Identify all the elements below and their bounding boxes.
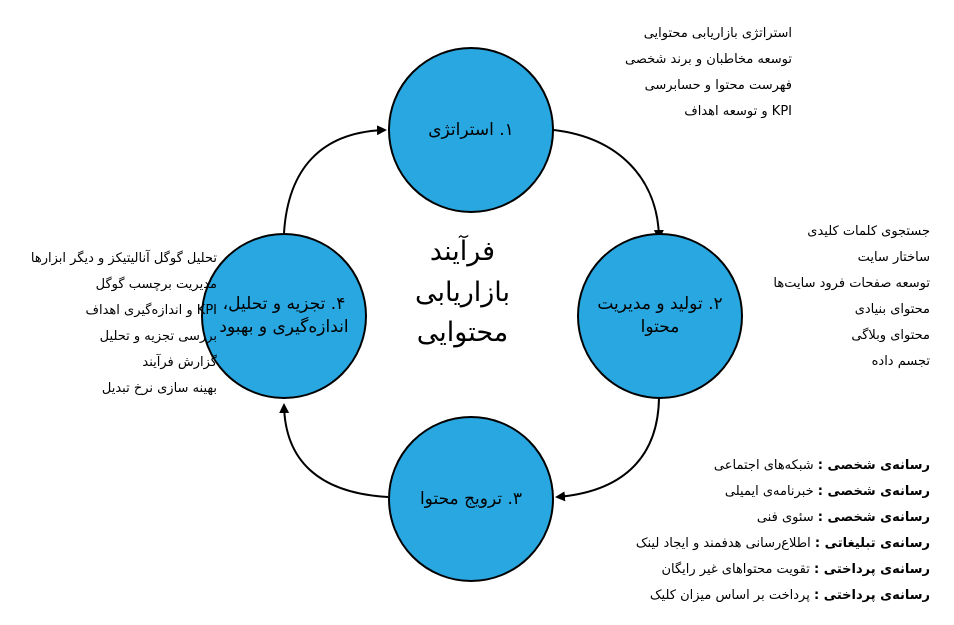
list-item: رسانه‌ی پرداختی : پرداخت بر اساس میزان ک… <box>636 583 930 609</box>
analysis-list: تحلیل گوگل آنالیتیکز و دیگر ابزارها مدیر… <box>31 246 217 402</box>
list-item: استراتژی بازاریابی محتوایی <box>643 26 792 41</box>
list-item: KPI و اندازه‌گیری اهداف <box>85 303 217 318</box>
arrow-promotion-to-analysis <box>279 403 389 498</box>
promotion-list: رسانه‌ی شخصی : شبکه‌های اجتماعی رسانه‌ی … <box>636 453 930 609</box>
media-item-text: شبکه‌های اجتماعی <box>713 458 814 473</box>
list-item: رسانه‌ی تبلیغاتی : اطلاع‌رسانی هدفمند و … <box>636 531 930 557</box>
list-item: بررسی تجزیه و تحلیل <box>99 329 217 344</box>
production-list: جستجوی کلمات کلیدی ساختار سایت توسعه صفح… <box>773 219 930 375</box>
arrow-production-to-promotion <box>555 397 660 502</box>
media-item-text: پرداخت بر اساس میزان کلیک <box>649 588 810 603</box>
stage-production-circle: ۲. تولید و مدیریت محتوا <box>577 233 743 399</box>
media-type-label: رسانه‌ی شخصی : <box>817 458 930 473</box>
list-item: گزارش فرآیند <box>142 355 217 370</box>
media-type-label: رسانه‌ی پرداختی : <box>813 562 930 577</box>
list-item: فهرست محتوا و حسابرسی <box>644 78 792 93</box>
list-item: ساختار سایت <box>857 250 930 265</box>
media-item-text: سئوی فنی <box>756 510 814 525</box>
stage-promotion-label: ۳. ترویج محتوا <box>419 488 523 509</box>
list-item: تحلیل گوگل آنالیتیکز و دیگر ابزارها <box>30 251 217 266</box>
list-item: رسانه‌ی شخصی : شبکه‌های اجتماعی <box>636 453 930 479</box>
media-type-label: رسانه‌ی تبلیغاتی : <box>814 536 930 551</box>
media-item-text: تقویت محتواهای غیر رایگان <box>661 562 810 577</box>
list-item: مدیریت برچسب گوگل <box>95 277 217 292</box>
arrow-strategy-to-production <box>553 129 664 240</box>
list-item: KPI و توسعه اهداف <box>684 104 792 119</box>
stage-production-label: ۲. تولید و مدیریت محتوا <box>597 294 723 337</box>
stage-analysis-circle: ۴. تجزیه و تحلیل، اندازه‌گیری و بهبود <box>201 233 367 399</box>
list-item: رسانه‌ی شخصی : خبرنامه‌ی ایمیلی <box>636 479 930 505</box>
list-item: رسانه‌ی شخصی : سئوی فنی <box>636 505 930 531</box>
list-item: محتوای بنیادی <box>854 302 930 317</box>
list-item: تجسم داده <box>871 354 930 369</box>
stage-strategy-circle: ۱. استراتژی <box>388 47 554 213</box>
center-title: فرآیند بازاریابی محتوایی <box>414 236 511 348</box>
stage-strategy-label: ۱. استراتژی <box>428 119 514 140</box>
list-item: جستجوی کلمات کلیدی <box>807 224 930 239</box>
media-item-text: خبرنامه‌ی ایمیلی <box>724 484 814 499</box>
strategy-list: استراتژی بازاریابی محتوایی توسعه مخاطبان… <box>625 21 792 125</box>
arrow-analysis-to-strategy <box>283 125 387 234</box>
media-type-label: رسانه‌ی شخصی : <box>817 510 930 525</box>
stage-promotion-circle: ۳. ترویج محتوا <box>388 416 554 582</box>
media-item-text: اطلاع‌رسانی هدفمند و ایجاد لینک <box>635 536 811 551</box>
list-item: توسعه صفحات فرود سایت‌ها <box>773 276 930 291</box>
list-item: رسانه‌ی پرداختی : تقویت محتواهای غیر رای… <box>636 557 930 583</box>
list-item: بهینه سازی نرخ تبدیل <box>101 381 217 396</box>
list-item: توسعه مخاطبان و برند شخصی <box>625 52 792 67</box>
list-item: محتوای وبلاگی <box>851 328 930 343</box>
media-type-label: رسانه‌ی پرداختی : <box>813 588 930 603</box>
stage-analysis-label: ۴. تجزیه و تحلیل، اندازه‌گیری و بهبود <box>219 294 349 337</box>
media-type-label: رسانه‌ی شخصی : <box>817 484 930 499</box>
